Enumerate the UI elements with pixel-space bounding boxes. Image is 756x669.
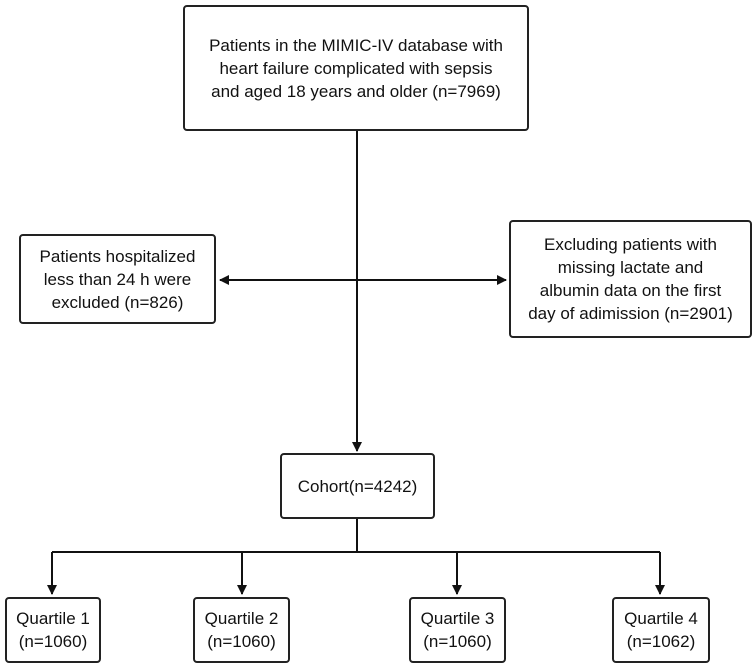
exclusion-right-box: Excluding patients with missing lactate …: [509, 220, 752, 338]
quartile-4-name: Quartile 4: [624, 609, 698, 628]
exclusion-right-line-2: missing lactate and: [557, 258, 704, 277]
quartile-3-count: (n=1060): [423, 632, 492, 651]
exclusion-right-line-3: albumin data on the first: [539, 281, 722, 300]
quartile-1-box: Quartile 1 (n=1060): [5, 597, 101, 663]
cohort-label: Cohort(n=4242): [297, 476, 418, 496]
quartile-2-box: Quartile 2 (n=1060): [193, 597, 290, 663]
quartile-1-count: (n=1060): [18, 632, 88, 651]
top-line-1: Patients in the MIMIC-IV database with: [209, 35, 503, 55]
top-population-box: Patients in the MIMIC-IV database with h…: [183, 5, 529, 131]
quartile-3-name: Quartile 3: [420, 609, 495, 628]
exclusion-left-box: Patients hospitalized less than 24 h wer…: [19, 234, 216, 324]
quartile-4-box: Quartile 4 (n=1062): [612, 597, 710, 663]
exclusion-left-line-3: excluded (n=826): [51, 292, 184, 312]
quartile-2-count: (n=1060): [207, 632, 276, 651]
exclusion-right-line-4: day of adimission (n=2901): [528, 304, 733, 323]
quartile-2-name: Quartile 2: [204, 609, 279, 628]
quartile-1-name: Quartile 1: [16, 609, 90, 628]
quartile-3-box: Quartile 3 (n=1060): [409, 597, 506, 663]
quartile-4-count: (n=1062): [626, 632, 696, 651]
cohort-box: Cohort(n=4242): [280, 453, 435, 519]
top-line-3: and aged 18 years and older (n=7969): [211, 81, 501, 101]
exclusion-right-line-1: Excluding patients with: [544, 235, 717, 254]
exclusion-left-line-1: Patients hospitalized: [39, 246, 196, 266]
exclusion-left-line-2: less than 24 h were: [43, 269, 192, 289]
top-line-2: heart failure complicated with sepsis: [219, 58, 493, 78]
